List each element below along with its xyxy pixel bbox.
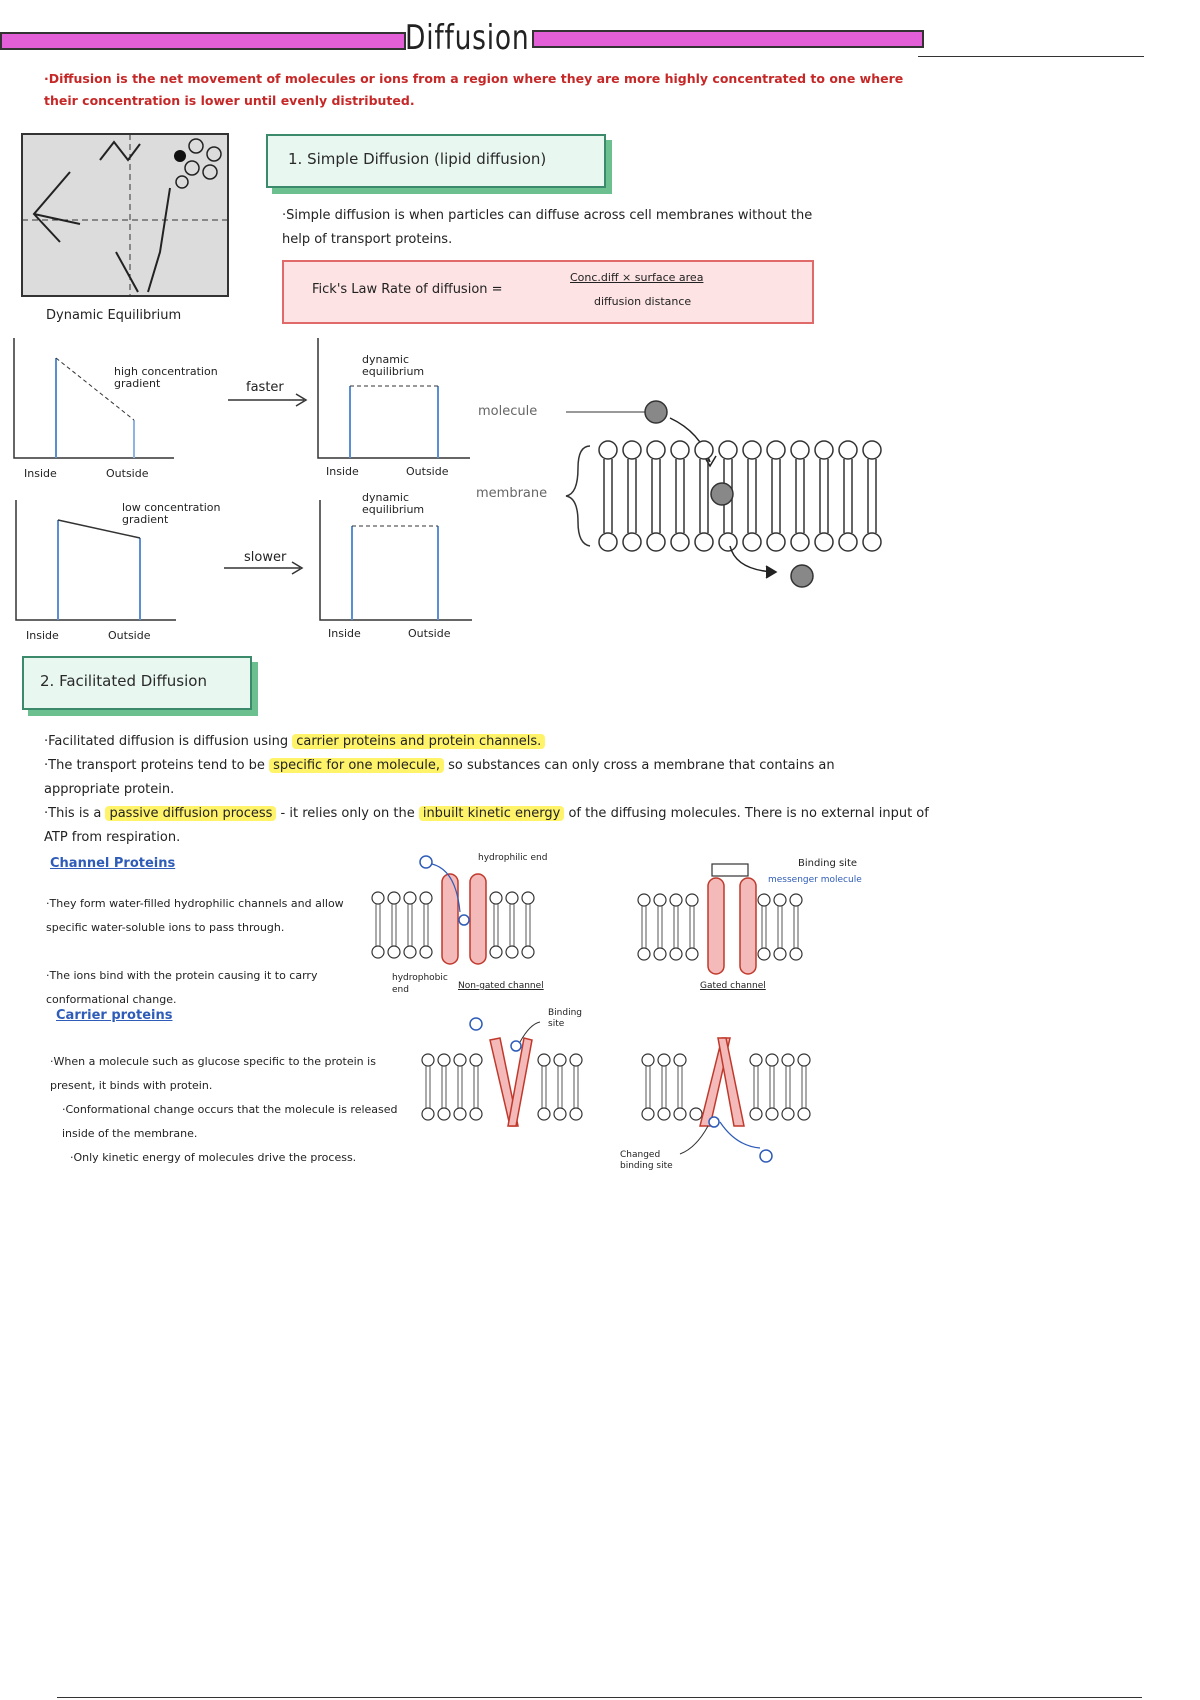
- ficks-numerator: Conc.diff × surface area: [570, 271, 704, 284]
- channel-text2: ·The ions bind with the protein causing …: [46, 969, 318, 1006]
- bullet3-pre: ·This is a: [44, 806, 102, 821]
- section1-heading-text: 1. Simple Diffusion (lipid diffusion): [288, 150, 547, 168]
- channel-text1: ·They form water-filled hydrophilic chan…: [46, 897, 344, 934]
- bullet3-highlight2: inbuilt kinetic energy: [418, 806, 565, 821]
- gated-label: Gated channel: [700, 981, 766, 991]
- carrier-proteins-heading: Carrier proteins: [56, 1008, 173, 1023]
- graph-dyn-eq-1: [317, 338, 470, 459]
- bullet3-highlight1: passive diffusion process: [105, 806, 277, 821]
- graph3-inside: Inside: [26, 629, 59, 642]
- graph-low-gradient: [15, 500, 176, 621]
- bottom-rule: [57, 1697, 1142, 1698]
- graph4-outside: Outside: [408, 627, 451, 640]
- section2-heading: 2. Facilitated Diffusion: [22, 656, 252, 710]
- dyn-eq-label-1: dynamic equilibrium: [362, 353, 425, 378]
- bullet3-mid: - it relies only on the: [280, 806, 415, 821]
- facilitated-bullet3: ·This is a passive diffusion process - i…: [44, 802, 944, 850]
- section1-heading: 1. Simple Diffusion (lipid diffusion): [266, 134, 606, 188]
- intro-text: ·Diffusion is the net movement of molecu…: [44, 71, 904, 108]
- section2-heading-text: 2. Facilitated Diffusion: [40, 672, 207, 690]
- faster-label: faster: [246, 380, 284, 395]
- hydrophilic-end-label: hydrophilic end: [478, 853, 548, 863]
- dyn-eq-label-2: dynamic equilibrium: [362, 491, 425, 516]
- graph1-outside: Outside: [106, 467, 149, 480]
- bullet2-highlight: specific for one molecule,: [269, 758, 444, 773]
- graph3-outside: Outside: [108, 629, 151, 642]
- channel-proteins-heading: Channel Proteins: [50, 856, 176, 871]
- low-gradient-label: low concentration gradient: [122, 501, 221, 526]
- title-bar-left: [0, 32, 406, 50]
- page-title: Diffusion: [405, 18, 530, 58]
- dynamic-equilibrium-diagram: [21, 133, 229, 297]
- carrier-binding-site-label: Binding site: [548, 1008, 583, 1029]
- bullet1-highlight: carrier proteins and protein channels.: [292, 734, 546, 749]
- molecule-label: molecule: [478, 404, 538, 419]
- graph4-inside: Inside: [328, 627, 361, 640]
- non-gated-channel-diagram: [371, 855, 535, 965]
- membrane-label: membrane: [476, 486, 548, 501]
- non-gated-label: Non-gated channel: [458, 981, 544, 991]
- graph2-inside: Inside: [326, 465, 359, 478]
- bullet2-post: so substances can only cross a membrane …: [44, 758, 835, 797]
- gated-binding-site-label: Binding site: [798, 858, 858, 869]
- bullet1-pre: ·Facilitated diffusion is diffusion usin…: [44, 734, 289, 749]
- ficks-law-label: Fick's Law Rate of diffusion =: [312, 282, 503, 297]
- title-rule: [918, 56, 1144, 57]
- carrier-text1: ·When a molecule such as glucose specifi…: [50, 1055, 376, 1092]
- carrier-protein-diagram-1: [421, 1017, 583, 1127]
- changed-binding-site-label: Changed binding site: [620, 1150, 673, 1171]
- graph1-inside: Inside: [24, 467, 57, 480]
- graph-dyn-eq-2: [319, 500, 472, 621]
- gated-channel-diagram: [637, 863, 803, 975]
- ficks-denominator: diffusion distance: [594, 295, 692, 308]
- carrier-text2: ·Conformational change occurs that the m…: [62, 1103, 398, 1140]
- simple-diffusion-text: ·Simple diffusion is when particles can …: [282, 208, 813, 247]
- hydrophobic-end-label: hydrophobic end: [392, 973, 448, 995]
- messenger-molecule-label: messenger molecule: [768, 875, 862, 885]
- slower-arrow: [224, 561, 304, 575]
- dynamic-equilibrium-label: Dynamic Equilibrium: [46, 308, 182, 323]
- facilitated-bullet2: ·The transport proteins tend to be speci…: [44, 754, 864, 802]
- bullet2-pre: ·The transport proteins tend to be: [44, 758, 265, 773]
- title-bar-right: [532, 30, 924, 48]
- lipid-bilayer-diagram: [565, 400, 882, 588]
- graph2-outside: Outside: [406, 465, 449, 478]
- carrier-text3: ·Only kinetic energy of molecules drive …: [70, 1151, 357, 1164]
- carrier-protein-diagram-2: [641, 1037, 811, 1163]
- facilitated-bullet1: ·Facilitated diffusion is diffusion usin…: [44, 730, 1144, 754]
- high-gradient-label: high concentration gradient: [114, 365, 218, 390]
- bullet3-post: of the diffusing molecules. There is no …: [44, 806, 929, 845]
- ficks-law-box: Fick's Law Rate of diffusion = Conc.diff…: [282, 260, 814, 324]
- graph-high-gradient: [13, 338, 174, 459]
- slower-label: slower: [244, 550, 287, 565]
- faster-arrow: [228, 393, 308, 407]
